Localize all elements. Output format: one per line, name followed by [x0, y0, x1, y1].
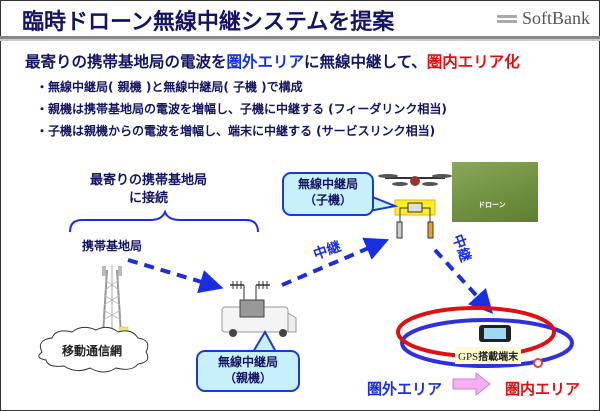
parent-station-line2: （親機）: [223, 371, 272, 385]
child-station-callout: 無線中継局 （子機）: [282, 172, 374, 216]
drone-icon: [378, 174, 452, 239]
parent-station-line1: 無線中継局: [217, 355, 278, 369]
smartphone-icon: [479, 325, 511, 342]
terminal-text: 搭載端末: [478, 352, 519, 363]
headline-in-range: 圏内エリア化: [426, 53, 520, 71]
gps-terminal-label: GPS搭載端末: [455, 347, 522, 364]
logo-text: SoftBank: [521, 8, 590, 28]
feeder-link-arrow: [127, 258, 224, 294]
softbank-logo: SoftBank: [496, 8, 590, 29]
relay-link-arrow: [281, 237, 390, 287]
logo-bars-icon: [496, 14, 517, 23]
cloud-icon: [38, 326, 149, 373]
nearest-station-line2: に接続: [129, 191, 169, 206]
in-range-label: 圏内エリア: [505, 380, 581, 398]
parent-station-callout: 無線中継局 （親機）: [196, 350, 300, 392]
nearest-station-line1: 最寄りの携帯基地局: [90, 173, 208, 188]
relay-van-icon: [221, 281, 297, 337]
out-of-range-label: 圏外エリア: [367, 380, 443, 398]
out-of-range-area: [400, 318, 574, 368]
bullet-list: ・無線中継局( 親機 )と無線中継局( 子機 )で構成 ・親機は携帯基地局の電波…: [36, 76, 447, 142]
drone-photo: ドローン: [452, 162, 538, 222]
base-station-label: 携帯基地局: [82, 239, 143, 253]
gps-text: GPS: [458, 351, 479, 363]
transition-arrow-icon: [452, 371, 491, 397]
location-dot-icon: [533, 358, 543, 368]
headline: 最寄りの携帯基地局の電波を圏外エリアに無線中継して、圏内エリア化: [25, 50, 520, 72]
service-link-arrow: [433, 248, 494, 314]
mobile-network-label: 移動通信網: [62, 344, 123, 358]
bullet-item: ・無線中継局( 親機 )と無線中継局( 子機 )で構成: [36, 80, 303, 94]
brace-icon: [69, 209, 259, 233]
child-station-line2: （子機）: [303, 193, 352, 207]
child-station-line1: 無線中継局: [297, 177, 358, 191]
photo-caption: ドローン: [478, 201, 506, 209]
nearest-station-label: 最寄りの携帯基地局 に接続: [90, 172, 207, 208]
bullet-item: ・子機は親機からの電波を増幅し、端末に中継する (サービスリンク相当): [36, 124, 436, 138]
parent-callout-tail: [252, 329, 277, 353]
bullet-item: ・親機は携帯基地局の電波を増幅し、子機に中継する (フィーダリンク相当): [36, 102, 447, 116]
slide-title: 臨時ドローン無線中継システムを提案: [22, 10, 395, 35]
header-divider: [0, 36, 600, 39]
headline-part1: 最寄りの携帯基地局の電波を: [25, 53, 227, 71]
headline-part3: に無線中継して、: [304, 53, 427, 71]
header-divider-shadow: [0, 39, 600, 41]
cell-tower-icon: [102, 265, 129, 336]
headline-out-of-range: 圏外エリア: [226, 53, 305, 71]
